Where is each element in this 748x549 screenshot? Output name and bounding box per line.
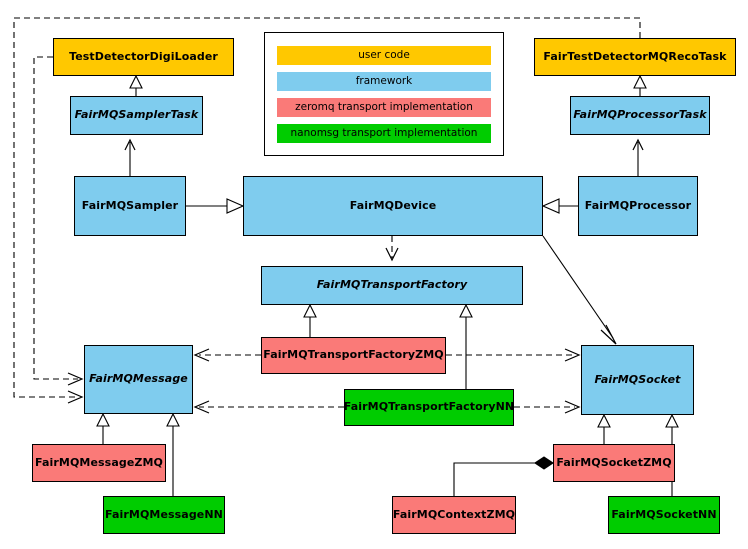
generalization-processor-device <box>541 198 578 214</box>
legend-item-user-code: user code <box>277 45 491 65</box>
composition-contextzmq-socketzmq <box>453 456 554 496</box>
class-node-fairmqdevice[interactable]: FairMQDevice <box>243 176 543 236</box>
class-node-fairmqsocketnn[interactable]: FairMQSocketNN <box>608 496 720 534</box>
class-label: FairMQMessageZMQ <box>35 455 163 469</box>
association-device-socket <box>542 235 617 345</box>
generalization-processortask-recotask <box>633 74 647 96</box>
legend-item-framework: framework <box>277 71 491 91</box>
legend-label-user-code: user code <box>358 49 410 61</box>
class-label: FairMQSocketZMQ <box>556 455 672 469</box>
class-node-fairmqcontextzmq[interactable]: FairMQContextZMQ <box>392 496 516 534</box>
class-node-fairmqtransportfactoryzmq[interactable]: FairMQTransportFactoryZMQ <box>261 337 446 374</box>
generalization-samplertask-digiloader <box>129 74 143 96</box>
class-label: FairMQSamplerTask <box>74 108 199 122</box>
class-label: FairMQSocketNN <box>611 507 717 521</box>
dependency-tfzmq-socket <box>446 348 581 362</box>
class-node-fairmqprocessor[interactable]: FairMQProcessor <box>578 176 698 236</box>
generalization-socketzmq-socket <box>597 413 611 444</box>
class-label: TestDetectorDigiLoader <box>69 49 218 63</box>
class-label: FairMQContextZMQ <box>392 507 516 521</box>
class-node-fairmqtransportfactory[interactable]: FairMQTransportFactory <box>261 266 523 305</box>
generalization-tfnn-transportfactory <box>459 303 473 389</box>
class-node-fairtestdetectormqrecotask[interactable]: FairTestDetectorMQRecoTask <box>534 38 736 76</box>
association-processor-processortask <box>632 138 644 176</box>
class-label: FairMQMessageNN <box>105 507 223 521</box>
class-node-fairmqmessage[interactable]: FairMQMessage <box>84 345 193 414</box>
class-node-fairmqsocketzmq[interactable]: FairMQSocketZMQ <box>553 444 675 482</box>
dependency-tfnn-socket <box>514 400 581 414</box>
class-label: FairMQTransportFactoryNN <box>343 400 515 414</box>
class-node-fairmqtransportfactorynn[interactable]: FairMQTransportFactoryNN <box>344 389 514 426</box>
legend-label-nanomsg: nanomsg transport implementation <box>290 127 478 139</box>
class-label: FairMQSocket <box>594 372 681 386</box>
legend-label-zeromq: zeromq transport implementation <box>295 101 473 113</box>
association-sampler-samplertask <box>124 138 136 176</box>
class-node-testdetectordigiloader[interactable]: TestDetectorDigiLoader <box>53 38 234 76</box>
class-label: FairMQMessage <box>89 372 188 386</box>
dependency-tfnn-message <box>193 400 344 414</box>
dependency-device-transportfactory <box>385 236 399 262</box>
class-label: FairMQProcessorTask <box>573 108 707 122</box>
class-node-fairmqmessagenn[interactable]: FairMQMessageNN <box>103 496 225 534</box>
generalization-messagenn-message <box>166 412 180 496</box>
generalization-sampler-device <box>186 198 245 214</box>
class-label: FairMQDevice <box>349 198 437 212</box>
class-label: FairMQTransportFactoryZMQ <box>263 348 444 362</box>
class-label: FairMQTransportFactory <box>316 278 468 292</box>
class-node-fairmqsocket[interactable]: FairMQSocket <box>581 345 694 415</box>
legend-item-nanomsg: nanomsg transport implementation <box>277 123 491 143</box>
class-label: FairMQSampler <box>81 198 179 212</box>
class-label: FairMQProcessor <box>584 198 692 212</box>
generalization-messagezmq-message <box>96 412 110 444</box>
generalization-tfzmq-transportfactory <box>303 303 317 337</box>
dependency-tfzmq-message <box>193 348 261 362</box>
legend-label-framework: framework <box>355 75 413 87</box>
class-node-fairmqsampler[interactable]: FairMQSampler <box>74 176 186 236</box>
class-node-fairmqsamplertask[interactable]: FairMQSamplerTask <box>70 96 203 135</box>
class-node-fairmqmessagezmq[interactable]: FairMQMessageZMQ <box>32 444 166 482</box>
class-node-fairmqprocessortask[interactable]: FairMQProcessorTask <box>570 96 710 135</box>
legend-item-zeromq: zeromq transport implementation <box>277 97 491 117</box>
class-label: FairTestDetectorMQRecoTask <box>543 49 727 63</box>
legend: user code framework zeromq transport imp… <box>264 32 504 156</box>
